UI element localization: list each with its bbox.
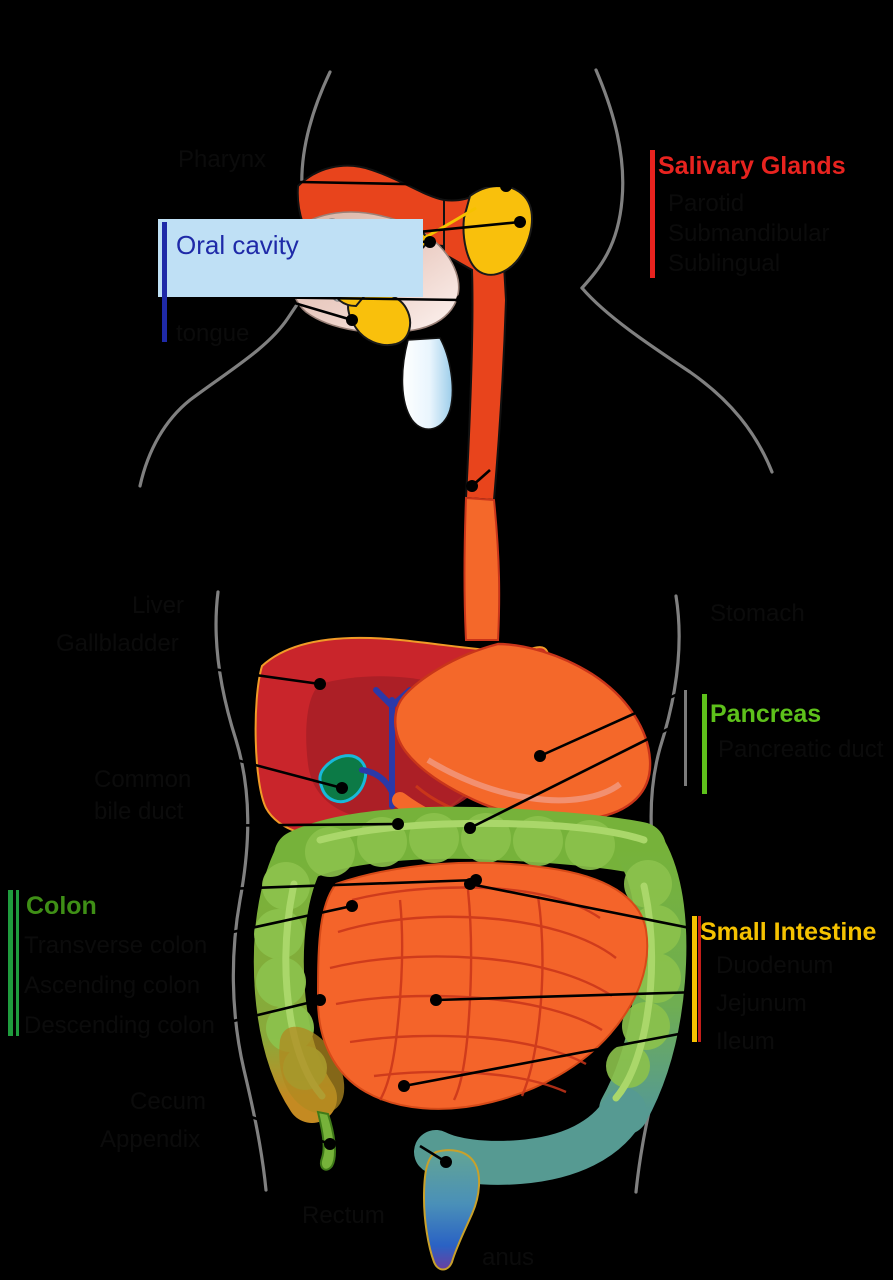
label-transverse-colon: Transverse colon xyxy=(24,932,208,959)
oral-cavity-callout-box xyxy=(158,219,423,297)
pancreas-leader-bar xyxy=(684,690,687,786)
colon-accent-bar-2 xyxy=(16,890,19,1036)
label-stomach: Stomach xyxy=(710,600,805,627)
esophagus xyxy=(463,496,501,641)
label-gallbladder: Gallbladder xyxy=(56,630,179,657)
label-small-intestine: Small Intestine xyxy=(700,918,877,946)
label-descending-colon: Descending colon xyxy=(24,1012,215,1039)
leader-dots xyxy=(314,180,546,1168)
label-cecum: Cecum xyxy=(130,1088,207,1115)
label-duodenum: Duodenum xyxy=(716,952,834,979)
label-common-bile-duct-line1: Common xyxy=(94,766,192,793)
label-tongue: tongue xyxy=(176,320,250,347)
label-rectum: Rectum xyxy=(302,1202,385,1229)
trachea xyxy=(401,337,454,430)
label-submandibular: Submandibular xyxy=(668,220,830,247)
pancreas-accent-bar xyxy=(702,694,707,794)
label-liver: Liver xyxy=(132,592,185,619)
oral-cavity-accent-bar xyxy=(162,222,167,342)
label-pancreas: Pancreas xyxy=(710,700,822,728)
small-intestine-accent-bar-2 xyxy=(698,916,701,1042)
label-colon: Colon xyxy=(26,892,97,920)
small-intestine-accent-bar xyxy=(692,916,697,1042)
label-anus: anus xyxy=(482,1244,535,1271)
label-oral-cavity: Oral cavity xyxy=(176,230,299,260)
label-jejunum: Jejunum xyxy=(716,990,807,1017)
label-sublingual: Sublingual xyxy=(668,250,781,277)
salivary-accent-bar xyxy=(650,150,655,278)
label-pancreatic-duct: Pancreatic duct xyxy=(718,736,884,763)
gallbladder-organ xyxy=(318,754,368,804)
label-ileum: Ileum xyxy=(716,1028,775,1055)
label-parotid: Parotid xyxy=(668,190,745,217)
label-ascending-colon: Ascending colon xyxy=(24,972,201,999)
label-appendix: Appendix xyxy=(100,1126,201,1153)
label-common-bile-duct-line2: bile duct xyxy=(94,798,184,825)
label-pharynx: Pharynx xyxy=(178,146,267,173)
label-salivary-glands: Salivary Glands xyxy=(658,152,846,180)
rectum-organ xyxy=(422,1149,480,1271)
colon-accent-bar xyxy=(8,890,13,1036)
